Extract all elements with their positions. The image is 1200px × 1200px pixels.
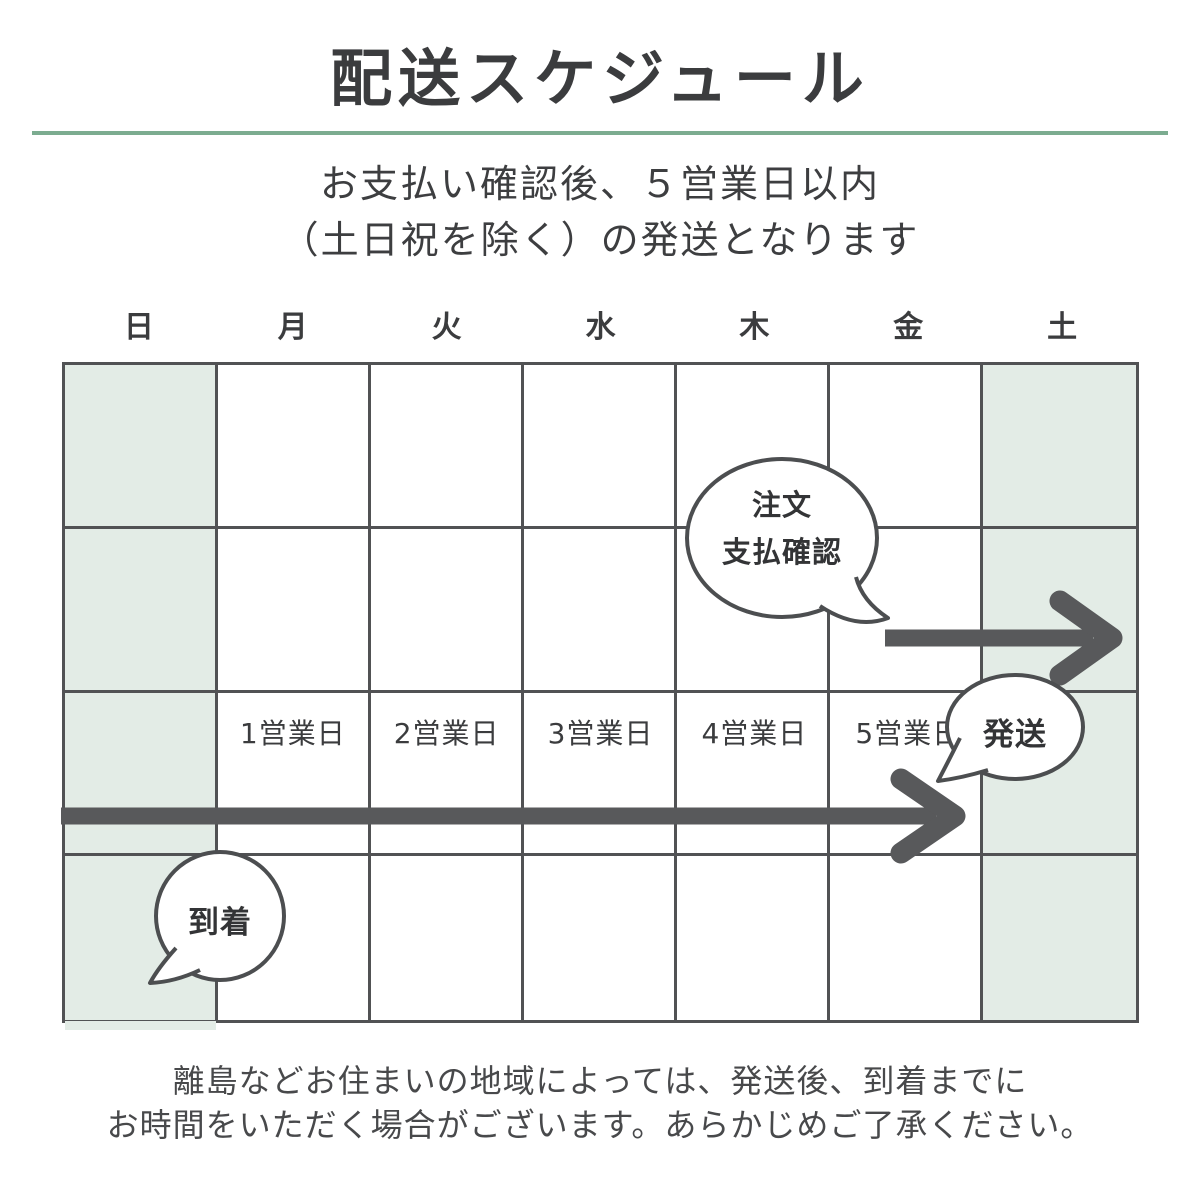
day-header-tue: 火 [431, 310, 462, 345]
day-header-row: 日 月 火 水 木 金 土 [62, 302, 1139, 346]
calendar-cell [830, 365, 983, 529]
day-header-thu: 木 [739, 310, 770, 345]
weekend-column-overflow [65, 1021, 216, 1030]
calendar-cell [830, 692, 983, 857]
calendar-cell [65, 692, 218, 857]
calendar-cell [983, 528, 1136, 693]
calendar-cell [65, 528, 218, 693]
calendar-cell [218, 856, 371, 1020]
subtitle: お支払い確認後、５営業日以内 （土日祝を除く）の発送となります [0, 156, 1200, 268]
calendar-cell [983, 856, 1136, 1020]
calendar-cell [218, 365, 371, 529]
calendar-cell [830, 856, 983, 1020]
subtitle-line-2: （土日祝を除く）の発送となります [280, 218, 920, 262]
calendar-cell [65, 365, 218, 529]
calendar-cell [371, 856, 524, 1020]
calendar-cell [677, 365, 830, 529]
footer-note-line-2: お時間をいただく場合がございます。あらかじめご了承ください。 [106, 1106, 1094, 1144]
calendar-cell [677, 528, 830, 693]
calendar-cell [524, 528, 677, 693]
calendar-grid [62, 362, 1139, 1023]
calendar-cell [218, 528, 371, 693]
title-divider [32, 131, 1168, 135]
calendar-cell [524, 365, 677, 529]
calendar-cell [524, 856, 677, 1020]
calendar-cell [65, 856, 218, 1020]
calendar-cell [677, 856, 830, 1020]
calendar-cell [371, 365, 524, 529]
calendar-cell [371, 528, 524, 693]
calendar-cell [371, 692, 524, 857]
day-header-mon: 月 [277, 310, 308, 345]
calendar-cell [677, 692, 830, 857]
day-header-sun: 日 [123, 310, 154, 345]
day-header-wed: 水 [585, 310, 616, 345]
subtitle-line-1: お支払い確認後、５営業日以内 [319, 162, 880, 206]
page-title: 配送スケジュール [330, 42, 870, 115]
day-header-fri: 金 [893, 310, 924, 345]
calendar-cell [983, 692, 1136, 857]
footer-note: 離島などお住まいの地域によっては、発送後、到着までに お時間をいただく場合がござ… [0, 1059, 1200, 1147]
calendar-cell [830, 528, 983, 693]
day-header-sat: 土 [1047, 310, 1078, 345]
calendar-cell [983, 365, 1136, 529]
calendar-cell [218, 692, 371, 857]
calendar-cell [524, 692, 677, 857]
footer-note-line-1: 離島などお住まいの地域によっては、発送後、到着までに [172, 1062, 1028, 1100]
